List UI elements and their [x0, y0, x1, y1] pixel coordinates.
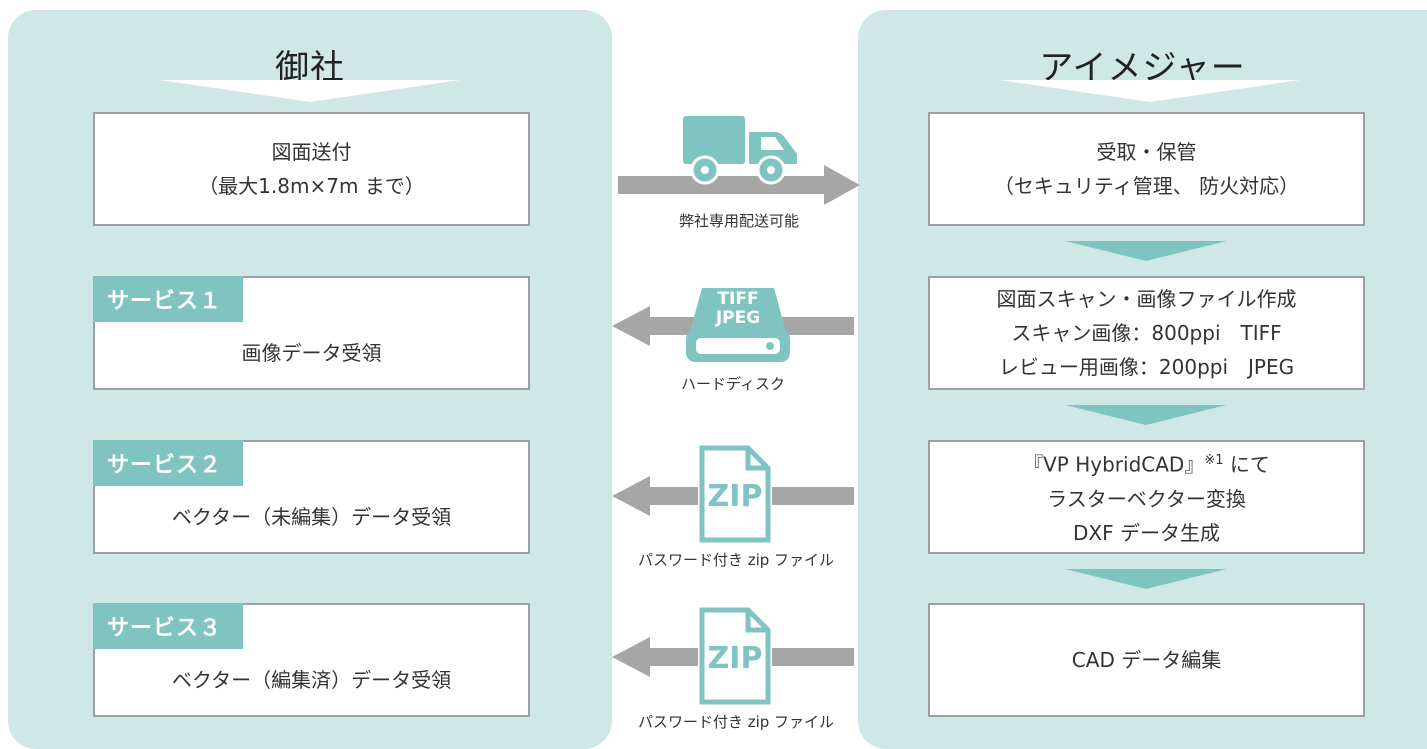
- vectorize-conversion: ラスターベクター変換: [1047, 486, 1246, 511]
- vectorize-box: 『VP HybridCAD』※1 にて ラスターベクター変換 DXF データ生成: [928, 440, 1365, 554]
- vectorize-suffix: にて: [1229, 452, 1270, 477]
- zip-label-1: パスワード付き zip ファイル: [637, 551, 835, 569]
- scan-tiff: スキャン画像：800ppi TIFF: [1011, 321, 1282, 345]
- receive-store-box: 受取・保管 （セキュリティ管理、 防火対応）: [928, 112, 1365, 226]
- service-2-tag: サービス２: [93, 440, 243, 486]
- vectorize-title: 『VP HybridCAD』※1 にて: [1023, 444, 1270, 482]
- cad-edit-title: CAD データ編集: [1071, 648, 1222, 672]
- zip-text-2: ZIP: [707, 641, 763, 676]
- delivery-label: 弊社専用配送可能: [678, 212, 799, 230]
- cad-edit-box: CAD データ編集: [928, 603, 1365, 717]
- send-drawings-limit: （最大1.8m×7m まで）: [198, 174, 425, 198]
- imeasure-title-chevron: [1000, 80, 1300, 102]
- service-3-text: ベクター（編集済）データ受領: [171, 668, 452, 692]
- scan-jpeg: レビュー用画像：200ppi JPEG: [998, 355, 1295, 379]
- vectorize-software: 『VP HybridCAD』: [1023, 452, 1205, 477]
- flow-arrow-down-1: [1065, 241, 1227, 261]
- service-2-text: ベクター（未編集）データ受領: [171, 505, 452, 529]
- client-title-chevron: [160, 80, 460, 102]
- zip-text-1: ZIP: [707, 479, 763, 514]
- truck-icon: [683, 116, 797, 185]
- flow-arrow-down-3: [1065, 569, 1227, 589]
- flow-arrow-down-2: [1065, 405, 1227, 425]
- hard-disk-icon: [686, 288, 790, 362]
- service-1-tag: サービス１: [93, 276, 243, 322]
- hdd-text-jpeg: JPEG: [715, 308, 761, 328]
- service-1-text: 画像データ受領: [241, 341, 382, 365]
- scan-box: 図面スキャン・画像ファイル作成 スキャン画像：800ppi TIFF レビュー用…: [928, 276, 1365, 390]
- footnote-mark: ※1: [1204, 453, 1224, 469]
- zip-file-icon: [698, 444, 772, 544]
- scan-title: 図面スキャン・画像ファイル作成: [996, 287, 1297, 311]
- send-drawings-title: 図面送付: [271, 140, 352, 164]
- send-drawings-box: 図面送付 （最大1.8m×7m まで）: [93, 112, 530, 226]
- service-3-tag: サービス３: [93, 603, 243, 649]
- zip-file-icon: [698, 606, 772, 706]
- zip-label-2: パスワード付き zip ファイル: [637, 713, 835, 731]
- receive-store-detail: （セキュリティ管理、 防火対応）: [993, 174, 1300, 198]
- hdd-text-tiff: TIFF: [717, 289, 759, 309]
- hdd-label: ハードディスク: [681, 375, 785, 393]
- vectorize-dxf: DXF データ生成: [1073, 520, 1220, 545]
- receive-store-title: 受取・保管: [1096, 140, 1197, 164]
